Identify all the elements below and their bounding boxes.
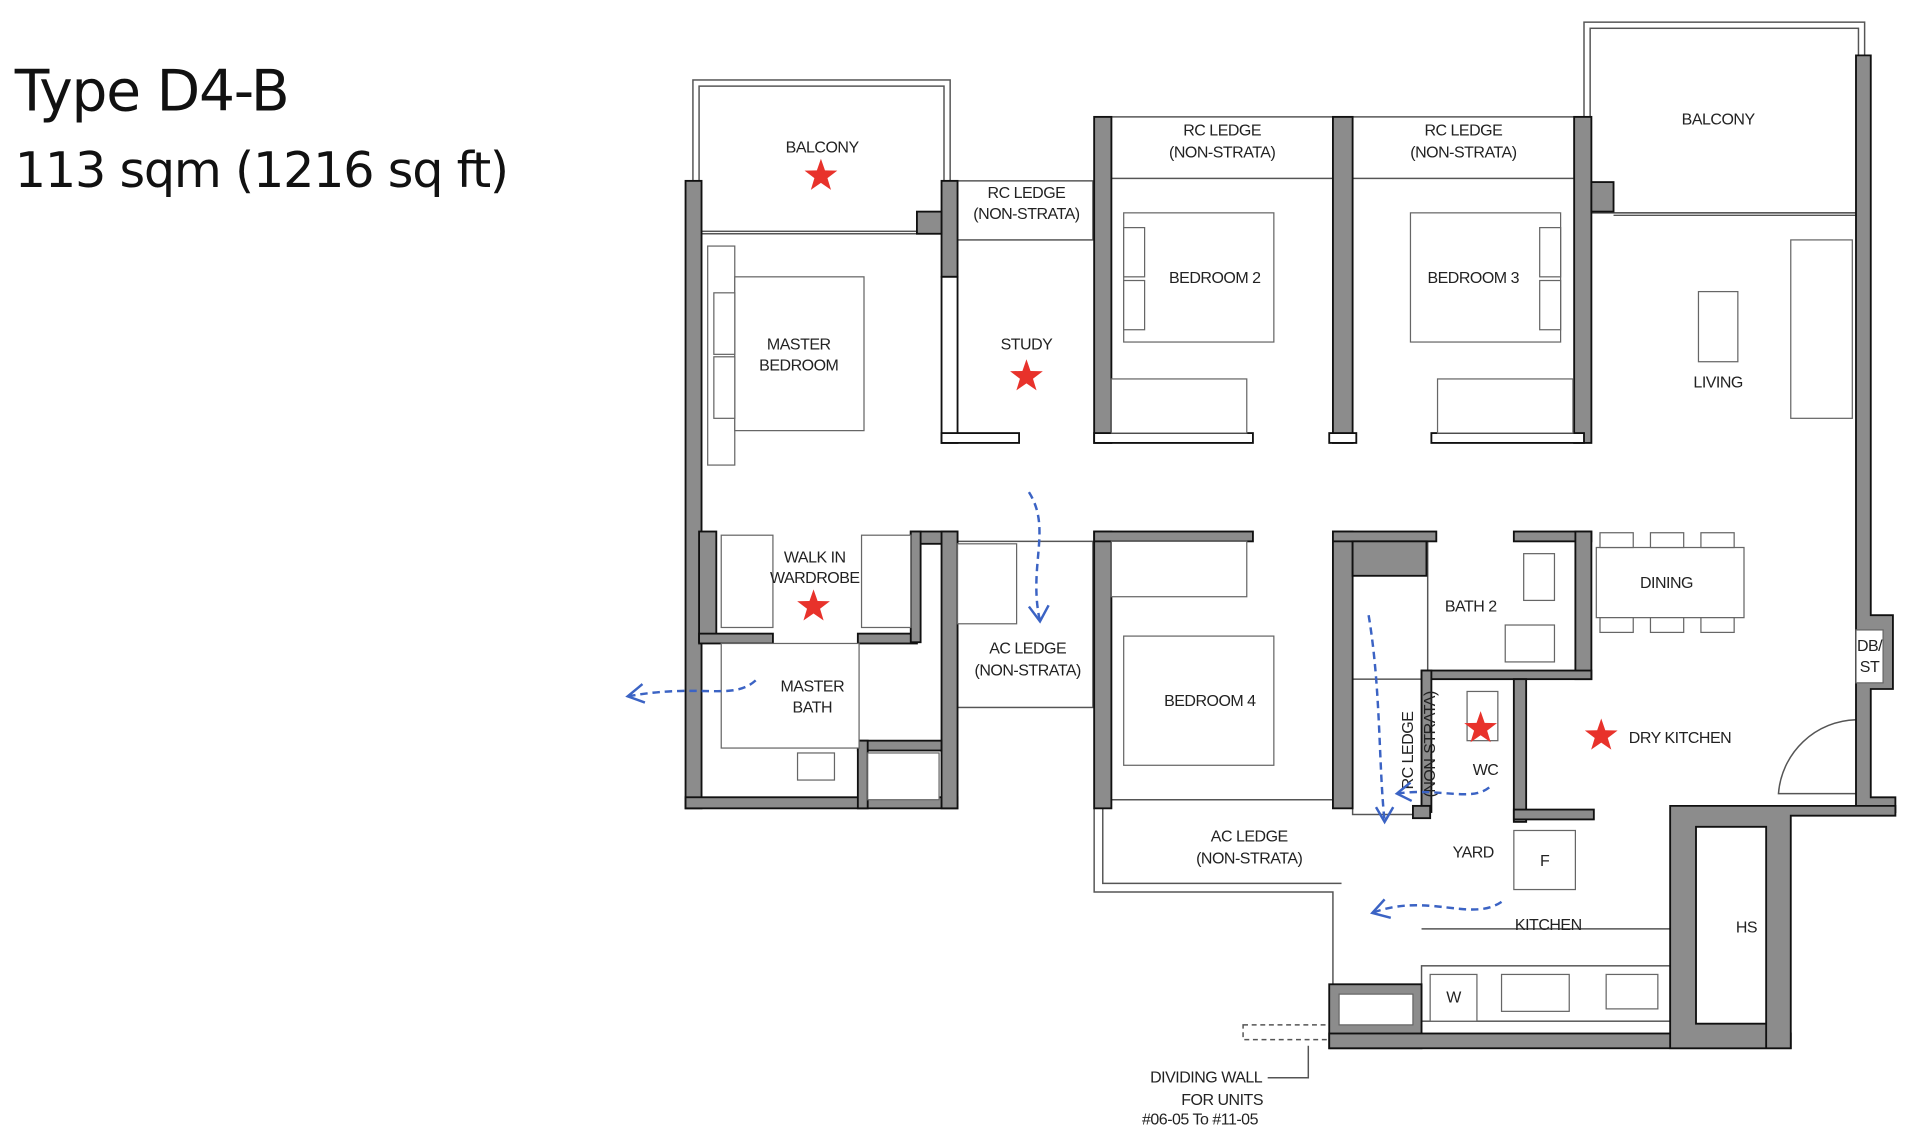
arrow-icon: [1027, 491, 1050, 624]
unit-type-title: Type D4-B: [14, 59, 289, 125]
unit-area: 113 sqm (1216 sq ft): [15, 141, 508, 199]
label-ac-ledge-lower: AC LEDGE: [1211, 829, 1288, 846]
label-balcony-right: BALCONY: [1682, 111, 1756, 128]
star-icon: [804, 158, 838, 190]
label-master-bath-2: BATH: [793, 699, 832, 716]
label-hs: HS: [1736, 920, 1757, 937]
note-unit-range: #06-05 To #11-05: [1142, 1112, 1259, 1127]
star-icon: [1584, 718, 1618, 750]
label-rc-ledge-bed3-ns: (NON-STRATA): [1410, 144, 1516, 161]
label-master-bath: MASTER: [780, 678, 844, 695]
arrow-icon: [1367, 614, 1490, 825]
label-rc-ledge-study: RC LEDGE: [988, 185, 1066, 202]
label-rc-ledge-vertical: RC LEDGE: [1400, 712, 1417, 790]
label-rc-ledge-bed3: RC LEDGE: [1424, 122, 1502, 139]
label-master-bedroom-2: BEDROOM: [759, 357, 838, 374]
label-ac-ledge: AC LEDGE: [989, 640, 1066, 657]
label-balcony-left: BALCONY: [786, 140, 860, 157]
star-icon: [1010, 359, 1043, 391]
label-bedroom-3: BEDROOM 3: [1427, 270, 1519, 287]
label-master-bedroom: MASTER: [767, 336, 831, 353]
label-rc-ledge-study-ns: (NON-STRATA): [973, 206, 1079, 223]
arrow-icon: [625, 679, 757, 704]
label-bedroom-4: BEDROOM 4: [1164, 693, 1256, 710]
label-st: ST: [1860, 659, 1880, 676]
label-yard: YARD: [1453, 845, 1494, 862]
label-rc-ledge-vertical-ns: (NON-STRATA): [1422, 691, 1439, 797]
furniture: [707, 212, 1853, 1026]
room-labels: BALCONY BALCONY RC LEDGE (NON-STRATA) RC…: [759, 111, 1883, 1127]
label-kitchen: KITCHEN: [1515, 917, 1582, 934]
label-dry-kitchen: DRY KITCHEN: [1629, 730, 1731, 747]
note-dividing-wall: DIVIDING WALL: [1150, 1070, 1263, 1087]
label-ac-ledge-lower-ns: (NON-STRATA): [1196, 851, 1302, 868]
label-bath-2: BATH 2: [1445, 598, 1497, 615]
label-dining: DINING: [1640, 575, 1693, 592]
flow-arrows: [625, 491, 1503, 920]
label-db: DB/: [1857, 638, 1883, 655]
label-washer: W: [1446, 990, 1462, 1007]
note-for-units: FOR UNITS: [1181, 1092, 1263, 1109]
label-study: STUDY: [1001, 336, 1054, 353]
arrow-icon: [1370, 898, 1503, 920]
label-rc-ledge-bed2: RC LEDGE: [1183, 122, 1261, 139]
walls: [684, 54, 1897, 1050]
label-fridge: F: [1540, 853, 1550, 870]
label-living: LIVING: [1693, 375, 1743, 392]
label-wardrobe: WARDROBE: [770, 570, 860, 587]
label-bedroom-2: BEDROOM 2: [1169, 270, 1261, 287]
label-wc: WC: [1473, 762, 1499, 779]
star-icon: [797, 589, 830, 621]
label-rc-ledge-bed2-ns: (NON-STRATA): [1169, 144, 1275, 161]
label-walk-in: WALK IN: [784, 549, 846, 566]
label-ac-ledge-ns: (NON-STRATA): [975, 662, 1081, 679]
